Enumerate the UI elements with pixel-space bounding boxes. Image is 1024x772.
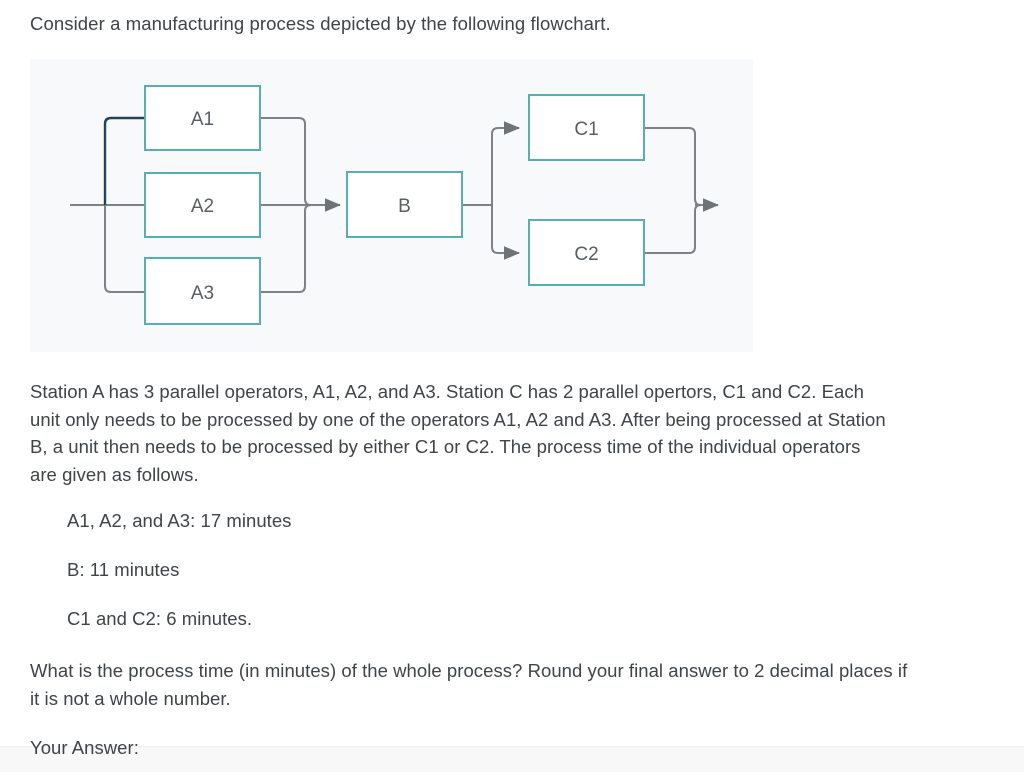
split-to-c1-connector [491,121,520,205]
list-item: B: 11 minutes [67,559,180,580]
node-b-label: B [398,196,411,217]
split-to-a3-connector [104,205,145,293]
node-a1: A1 [144,85,261,151]
node-a2: A2 [144,172,261,238]
question-text: What is the process time (in minutes) of… [30,660,908,709]
split-to-a1-connector-highlight [103,116,145,205]
a3-to-merge-connector [260,204,322,293]
node-c2: C2 [528,219,645,286]
bottom-divider-band [0,746,1024,772]
connectors-station-a [70,116,341,293]
c1-to-merge-connector [644,127,702,206]
flowchart-svg: A1 A2 A3 B C1 C2 [70,85,719,325]
node-a3: A3 [144,257,261,325]
node-a1-label: A1 [191,109,214,130]
flowchart-panel: A1 A2 A3 B C1 C2 [30,59,753,352]
description-paragraph: Station A has 3 parallel operators, A1, … [30,381,886,485]
node-c1-label: C1 [574,119,598,140]
process-time-list: A1, A2, and A3: 17 minutes B: 11 minutes… [30,507,890,632]
answer-prompt-label: Your Answer: [30,737,139,758]
a1-to-merge-connector [260,117,322,206]
node-c2-label: C2 [574,244,598,265]
node-a3-label: A3 [191,283,214,304]
connectors-station-c [462,121,719,260]
node-c1: C1 [528,94,645,161]
c2-to-merge-connector [644,204,702,254]
split-to-c2-connector [491,205,520,260]
list-item: A1, A2, and A3: 17 minutes [67,510,292,531]
intro-text: Consider a manufacturing process depicte… [30,13,611,34]
node-a2-label: A2 [191,196,214,217]
node-b: B [346,171,463,238]
list-item: C1 and C2: 6 minutes. [67,608,253,629]
